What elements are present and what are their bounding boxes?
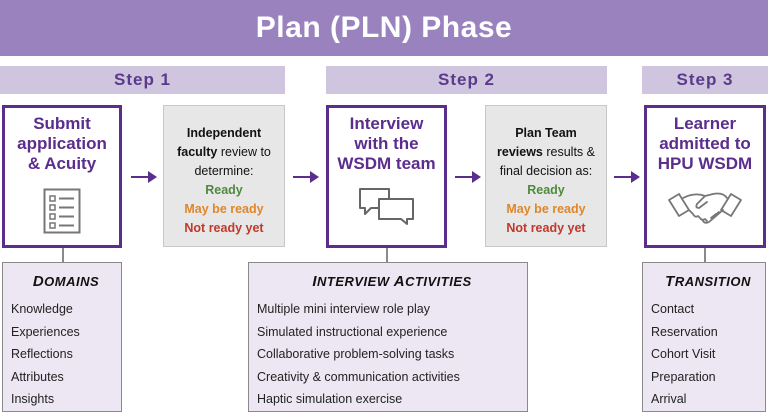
list-item: Contact — [651, 302, 695, 316]
step-3-bar: Step 3 — [642, 66, 768, 94]
list-item: Haptic simulation exercise — [257, 392, 403, 406]
list-item: Creativity & communication activities — [257, 369, 460, 384]
arrow-1 — [131, 171, 157, 183]
list-item: Reservation — [651, 324, 718, 339]
phase-title: Plan (PLN) Phase — [0, 0, 768, 56]
domains-box: DOMAINS Knowledge Experiences Reflection… — [2, 262, 122, 412]
interview-box: Interview with the WSDM team — [326, 105, 447, 248]
list-item: Cohort Visit — [651, 347, 716, 361]
domains-list: Knowledge Experiences Reflections Attrib… — [11, 298, 121, 411]
interview-activities-list: Multiple mini interview role play Simula… — [257, 298, 527, 411]
interview-activities-heading: INTERVIEW ACTIVITIES — [312, 273, 472, 290]
list-item: Knowledge — [11, 302, 73, 316]
transition-box: TRANSITION Contact Reservation Cohort Vi… — [642, 262, 766, 412]
chat-bubbles-icon — [357, 186, 417, 226]
review1-line1: Independent — [186, 126, 262, 140]
plan-team-review-box: Plan Team reviews results & final decisi… — [485, 105, 607, 247]
domains-heading: DOMAINS — [32, 273, 100, 290]
review1-line2-rest: review to — [217, 145, 271, 159]
transition-list: Contact Reservation Cohort Visit Prepara… — [651, 298, 765, 411]
list-item: Reflections — [11, 347, 73, 361]
interview-activities-box: INTERVIEW ACTIVITIES Multiple mini inter… — [248, 262, 528, 412]
checklist-icon — [43, 188, 81, 234]
review2-line2-rest: results & — [542, 145, 595, 159]
review1-line2-bold: faculty — [177, 145, 218, 159]
arrow-4 — [614, 171, 640, 183]
review1-ready: Ready — [205, 183, 243, 197]
connector-domains — [62, 248, 64, 262]
review1-line3: determine: — [194, 164, 254, 178]
review1-maybe: May be ready — [184, 202, 264, 216]
handshake-icon — [667, 186, 743, 230]
list-item: Attributes — [11, 369, 64, 384]
learner-admitted-box: Learner admitted to HPU WSDM — [644, 105, 766, 248]
list-item: Experiences — [11, 324, 80, 339]
submit-application-box: Submit application & Acuity — [2, 105, 122, 248]
review2-line2-bold: reviews — [497, 145, 543, 159]
connector-transition — [704, 248, 706, 262]
submit-application-label: Submit application & Acuity — [17, 114, 107, 173]
list-item: Preparation — [651, 369, 716, 384]
review2-maybe: May be ready — [506, 202, 586, 216]
step-2-bar: Step 2 — [326, 66, 607, 94]
review2-line3: final decision as: — [499, 164, 593, 178]
faculty-review-box: Independent faculty review to determine:… — [163, 105, 285, 247]
learner-admitted-label: Learner admitted to HPU WSDM — [657, 114, 753, 173]
list-item: Multiple mini interview role play — [257, 302, 430, 316]
arrow-2 — [293, 171, 319, 183]
review2-notready: Not ready yet — [506, 221, 586, 235]
step-1-bar: Step 1 — [0, 66, 285, 94]
list-item: Insights — [11, 392, 55, 406]
interview-label: Interview with the WSDM team — [337, 114, 436, 173]
review2-ready: Ready — [527, 183, 565, 197]
review2-line1: Plan Team — [515, 126, 577, 140]
transition-heading: TRANSITION — [665, 273, 751, 290]
review1-notready: Not ready yet — [184, 221, 264, 235]
list-item: Simulated instructional experience — [257, 324, 448, 339]
list-item: Arrival — [651, 392, 687, 406]
connector-activities — [386, 248, 388, 262]
arrow-3 — [455, 171, 481, 183]
list-item: Collaborative problem-solving tasks — [257, 347, 455, 361]
